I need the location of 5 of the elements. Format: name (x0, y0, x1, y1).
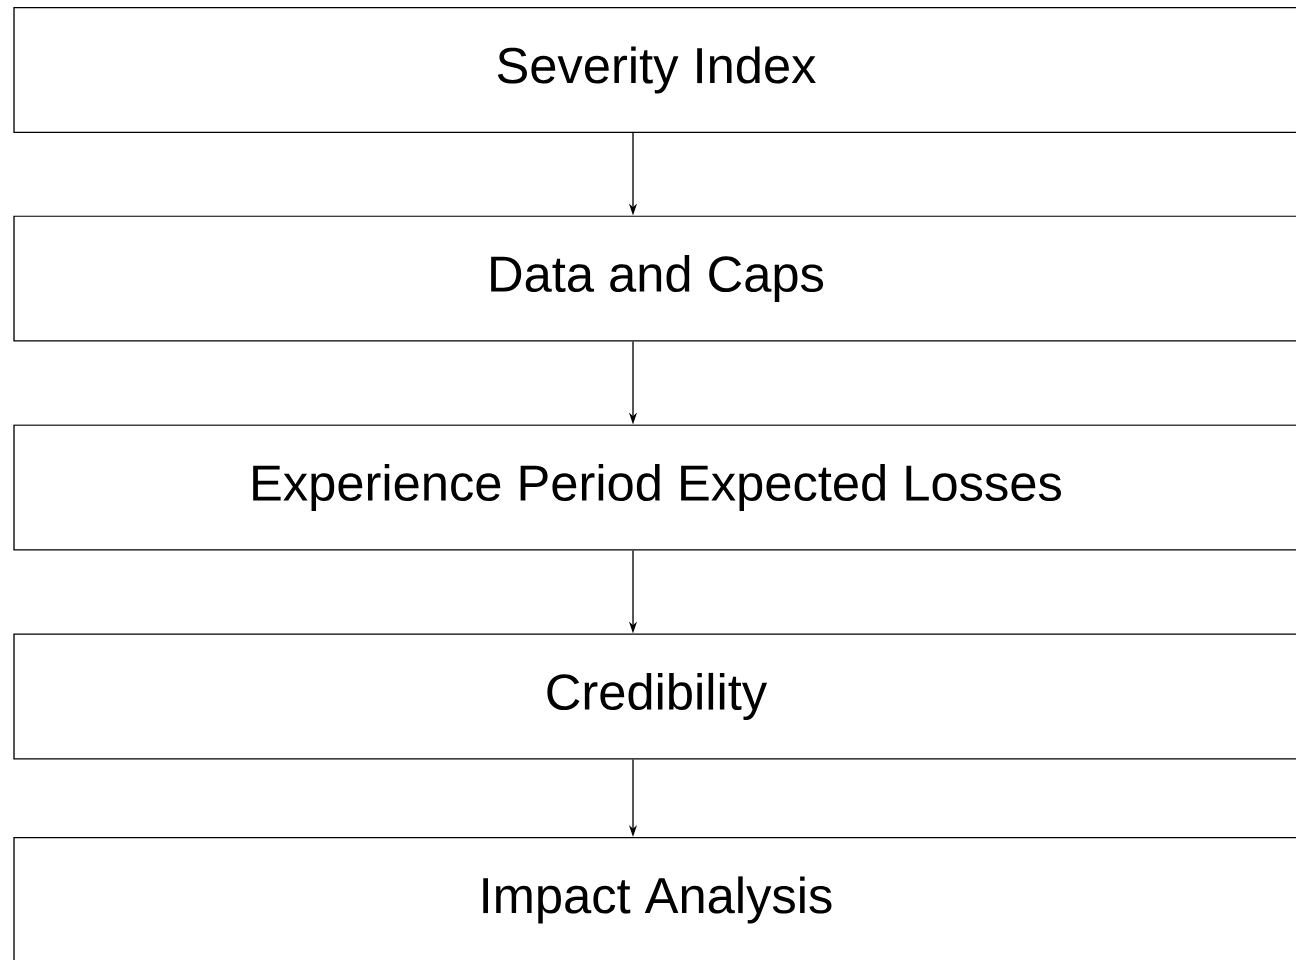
process-box: Data and Caps (13, 215, 1296, 342)
process-box: Impact Analysis (13, 837, 1296, 960)
process-box: Credibility (13, 633, 1296, 760)
process-box: Severity Index (13, 7, 1296, 133)
process-box: Experience Period Expected Losses (13, 424, 1296, 551)
